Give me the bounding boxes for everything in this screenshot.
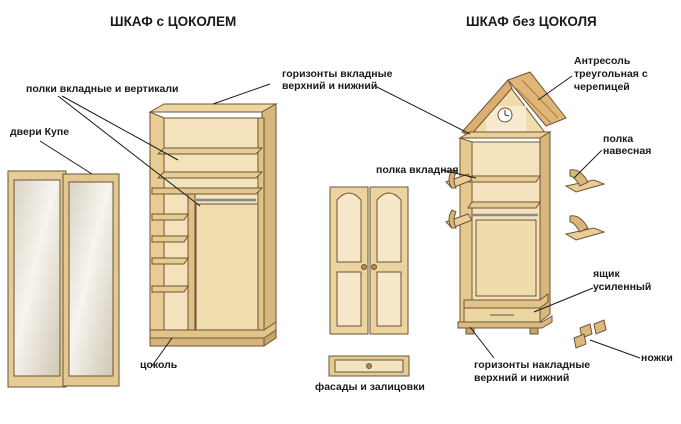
label-doors-coupe: двери Купе (10, 126, 70, 138)
label-horizons-inserted-2: верхний и нижний (282, 80, 378, 92)
label-mezzanine-1: Антресоль (574, 55, 631, 67)
label-shelf-inserted: полка вкладная (376, 164, 459, 176)
title-with-plinth: ШКАФ с ЦОКОЛЕМ (110, 14, 237, 29)
wardrobe-without-plinth (457, 71, 567, 335)
label-legs: ножки (641, 352, 673, 364)
label-horizons-inserted-1: горизонты вкладные (282, 68, 393, 80)
label-drawer-1: ящик (593, 268, 620, 280)
label-mezzanine-2: треугольная с (574, 68, 648, 80)
hanging-shelves-left (445, 169, 473, 229)
wardrobe-with-plinth (148, 103, 278, 347)
label-drawer-2: усиленный (593, 281, 652, 293)
label-horizons-overlay-2: верхний и нижний (474, 372, 570, 384)
facades (328, 186, 410, 377)
legs (573, 319, 607, 349)
title-without-plinth: ШКАФ без ЦОКОЛЯ (466, 14, 597, 29)
label-shelf-hanging-2: навесная (603, 145, 652, 157)
label-shelf-hanging-1: полка (603, 133, 634, 145)
label-plinth: цоколь (140, 359, 178, 371)
label-horizons-overlay-1: горизонты накладные (474, 359, 591, 371)
label-shelves-inserted-verticals: полки вкладные и вертикали (26, 83, 179, 95)
label-mezzanine-3: черепицей (574, 81, 630, 93)
leader-lines (39, 75, 641, 367)
hanging-shelves-right (564, 169, 606, 241)
coupe-doors (7, 170, 120, 388)
label-facades: фасады и залицовки (315, 381, 425, 393)
